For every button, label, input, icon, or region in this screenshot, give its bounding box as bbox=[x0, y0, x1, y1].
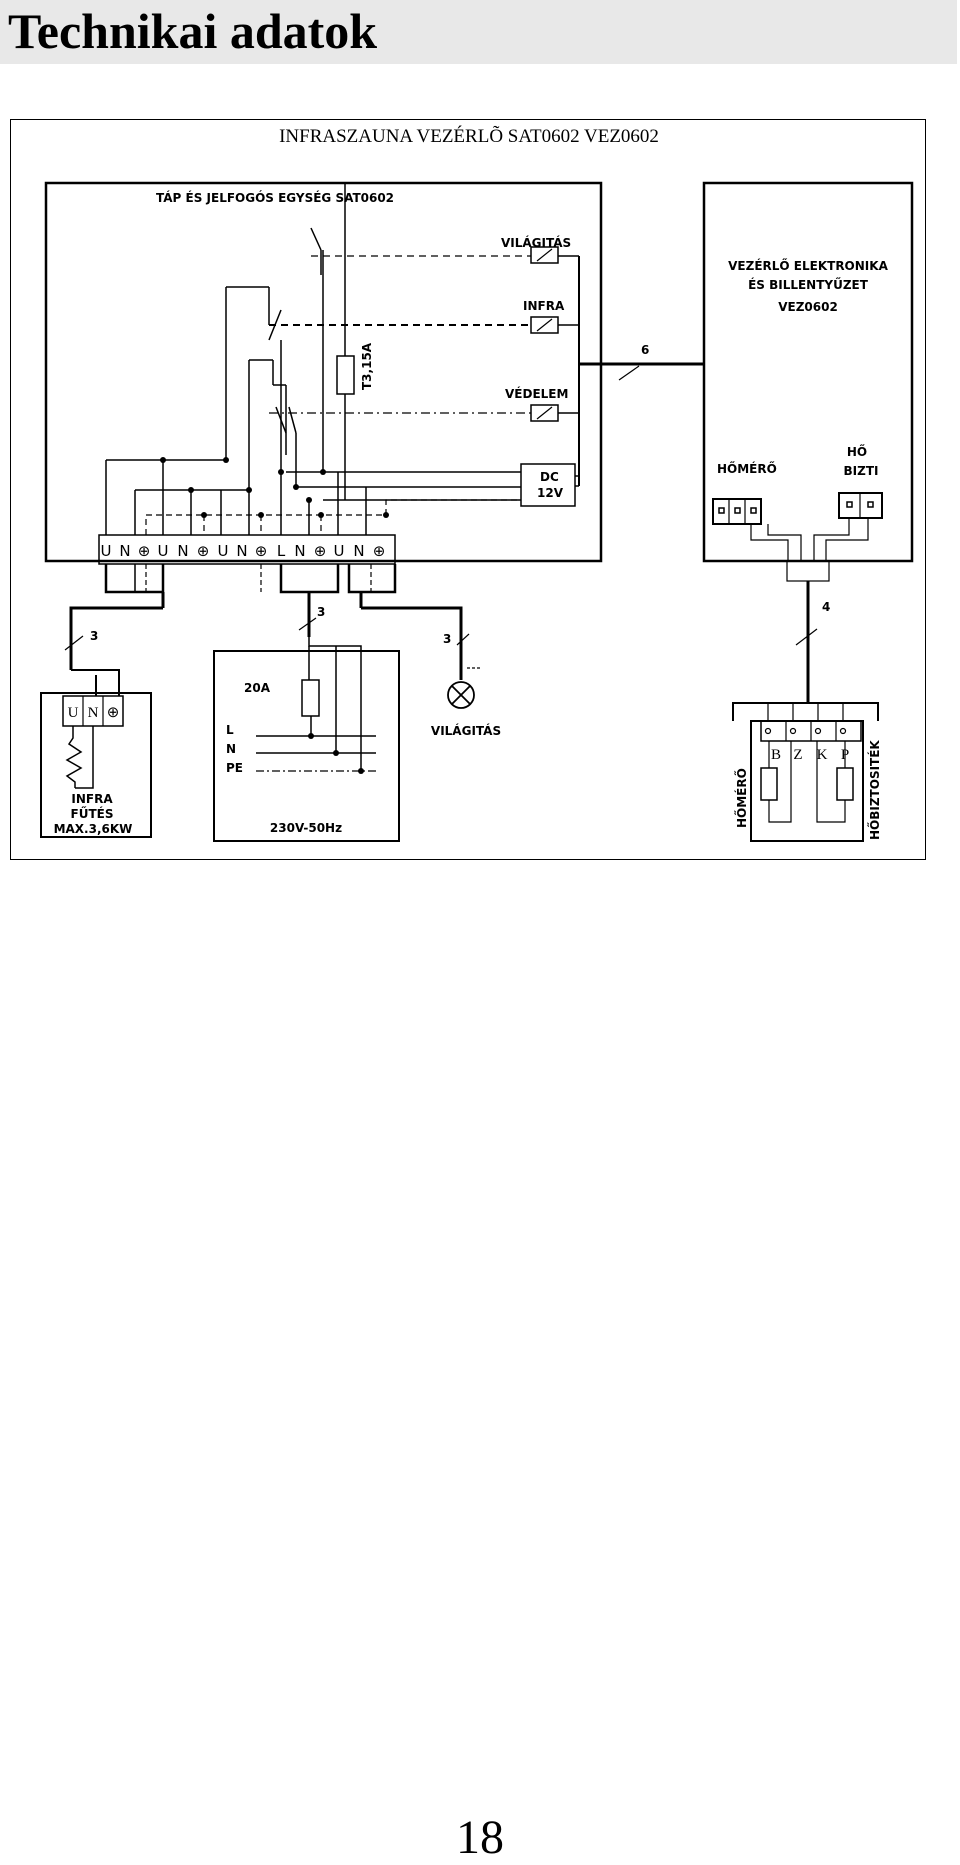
controller-line3: VEZ0602 bbox=[778, 300, 838, 314]
terminal-label: N bbox=[119, 542, 130, 560]
terminal-label: N bbox=[353, 542, 364, 560]
sensor-terminal-label: B bbox=[771, 747, 781, 763]
terminal-label: ⊕ bbox=[373, 542, 386, 560]
terminal-label: ⊕ bbox=[138, 542, 151, 560]
heat-fuse-label-2: BIZTI bbox=[844, 464, 879, 478]
heat-fuse-sensor bbox=[836, 767, 854, 801]
heater-label-1: INFRA bbox=[71, 792, 113, 806]
power-unit-title: TÁP ÉS JELFOGÓS EGYSÉG SAT0602 bbox=[156, 190, 394, 205]
mains-cable-number: 3 bbox=[317, 605, 325, 619]
heater-cable-number: 3 bbox=[90, 629, 98, 643]
lamp-symbol bbox=[447, 681, 475, 709]
sensor-thermometer-label: HŐMÉRŐ bbox=[734, 768, 749, 828]
sensor-cable-number: 4 bbox=[822, 600, 830, 614]
heater-terminal-label: ⊕ bbox=[107, 705, 120, 721]
sensor-box bbox=[750, 720, 864, 842]
controller-box bbox=[702, 181, 914, 563]
mains-fuse-label: 20A bbox=[244, 681, 271, 695]
page-title: Technikai adatok bbox=[8, 3, 378, 59]
sensor-terminal-label: Z bbox=[793, 747, 802, 763]
heater-label-2: FŰTÉS bbox=[71, 806, 114, 821]
sensor-heat-fuse-label: HŐBIZTOSITÉK bbox=[867, 740, 882, 840]
terminal-label: U bbox=[334, 542, 345, 560]
heater-terminal-label: N bbox=[88, 705, 99, 721]
diagram-main-title: INFRASZAUNA VEZÉRLÕ SAT0602 VEZ0602 bbox=[279, 125, 659, 147]
relay-infra-label: INFRA bbox=[523, 299, 565, 313]
terminal-strip bbox=[98, 534, 396, 565]
wiring-diagram-svg: INFRASZAUNA VEZÉRLÕ SAT0602 VEZ0602 TÁP … bbox=[40, 125, 914, 842]
fuse-t315a bbox=[336, 355, 355, 395]
terminal-label: N bbox=[236, 542, 247, 560]
title-bar: Technikai adatok bbox=[0, 0, 957, 64]
lamp-cable-number: 3 bbox=[443, 632, 451, 646]
wiring-diagram: INFRASZAUNA VEZÉRLÕ SAT0602 VEZ0602 TÁP … bbox=[10, 119, 926, 860]
sensor-terminal-label: P bbox=[841, 747, 849, 763]
terminal-label: U bbox=[218, 542, 229, 560]
thermometer-label: HŐMÉRŐ bbox=[717, 461, 777, 476]
sensor-terminal-label: K bbox=[817, 747, 828, 763]
thermometer-sensor bbox=[760, 767, 778, 801]
terminal-labels: U N ⊕ U N ⊕ U N ⊕ L N ⊕ U N ⊕ bbox=[101, 542, 386, 560]
power-unit-box bbox=[44, 181, 603, 563]
dc-voltage-label: 12V bbox=[537, 486, 564, 500]
controller-line1: VEZÉRLŐ ELEKTRONIKA bbox=[728, 258, 888, 273]
terminal-label: L bbox=[277, 542, 286, 560]
terminal-label: U bbox=[158, 542, 169, 560]
lamp-label: VILÁGITÁS bbox=[431, 723, 501, 738]
relay-lighting-label: VILÁGITÁS bbox=[501, 235, 571, 250]
mains-l-label: L bbox=[226, 723, 234, 737]
fuse-label: T3,15A bbox=[360, 342, 374, 390]
controller-line2: ÉS BILLENTYŰZET bbox=[748, 277, 869, 292]
thermometer-terminal bbox=[712, 498, 762, 525]
main-link-number: 6 bbox=[641, 343, 649, 357]
main-link-tick bbox=[618, 365, 640, 381]
terminal-label: U bbox=[101, 542, 112, 560]
mains-box bbox=[213, 650, 400, 842]
relay-lighting-coil bbox=[530, 246, 559, 264]
mains-voltage-label: 230V-50Hz bbox=[270, 821, 342, 835]
heat-fuse-label-1: HŐ bbox=[847, 444, 867, 459]
heater-power-label: MAX.3,6KW bbox=[54, 822, 133, 836]
terminal-label: N bbox=[294, 542, 305, 560]
terminal-label: ⊕ bbox=[197, 542, 210, 560]
relay-protection-label: VÉDELEM bbox=[505, 386, 568, 401]
terminal-label: ⊕ bbox=[314, 542, 327, 560]
heater-terminal-label: U bbox=[68, 705, 79, 721]
mains-fuse bbox=[301, 679, 320, 717]
dc-label: DC bbox=[540, 470, 559, 484]
dc-supply-box bbox=[520, 463, 576, 507]
page-number: 18 bbox=[456, 1811, 504, 1864]
mains-n-label: N bbox=[226, 742, 236, 756]
terminal-label: ⊕ bbox=[255, 542, 268, 560]
mains-pe-label: PE bbox=[226, 761, 243, 775]
terminal-label: N bbox=[177, 542, 188, 560]
